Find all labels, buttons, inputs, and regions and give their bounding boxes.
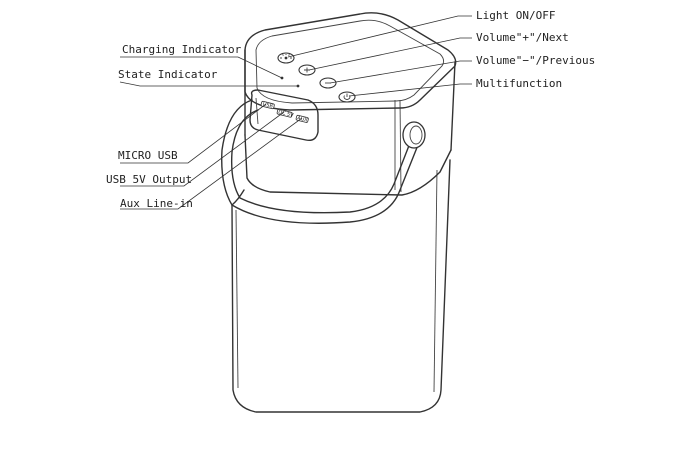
speaker-body (231, 159, 451, 413)
control-top-lid (244, 12, 457, 111)
label-light-on-off: Light ON/OFF (476, 9, 555, 22)
button-volume-plus[interactable] (298, 64, 316, 76)
button-volume-minus[interactable] (319, 77, 337, 89)
label-state-indicator: State Indicator (118, 68, 218, 81)
button-multifunction[interactable] (338, 91, 356, 103)
micro-usb-port: USB (260, 100, 275, 110)
label-aux-line-in: Aux Line-in (120, 197, 193, 210)
aux-line-in-port: AUX (295, 114, 309, 124)
port-2-label: DC 5V (278, 109, 295, 119)
speaker-top-band (244, 49, 456, 196)
label-micro-usb: MICRO USB (118, 149, 178, 162)
label-charging-indicator: Charging Indicator (122, 43, 242, 56)
leader-lines (119, 15, 472, 210)
usb-5v-output-port: DC 5V (276, 108, 295, 119)
label-multifunction: Multifunction (476, 77, 562, 90)
label-usb-5v-output: USB 5V Output (106, 173, 192, 186)
port-panel: USB DC 5V AUX (249, 89, 319, 142)
handle-hinge (402, 121, 426, 149)
label-volume-plus-next: Volume"+"/Next (476, 31, 569, 44)
carry-handle (221, 99, 426, 224)
label-volume-minus-previous: Volume"−"/Previous (476, 54, 595, 67)
button-light[interactable] (277, 52, 295, 64)
port-3-label: AUX (297, 115, 309, 124)
port-1-label: USB (262, 101, 274, 109)
light-icon (280, 54, 292, 60)
power-icon (343, 93, 351, 100)
